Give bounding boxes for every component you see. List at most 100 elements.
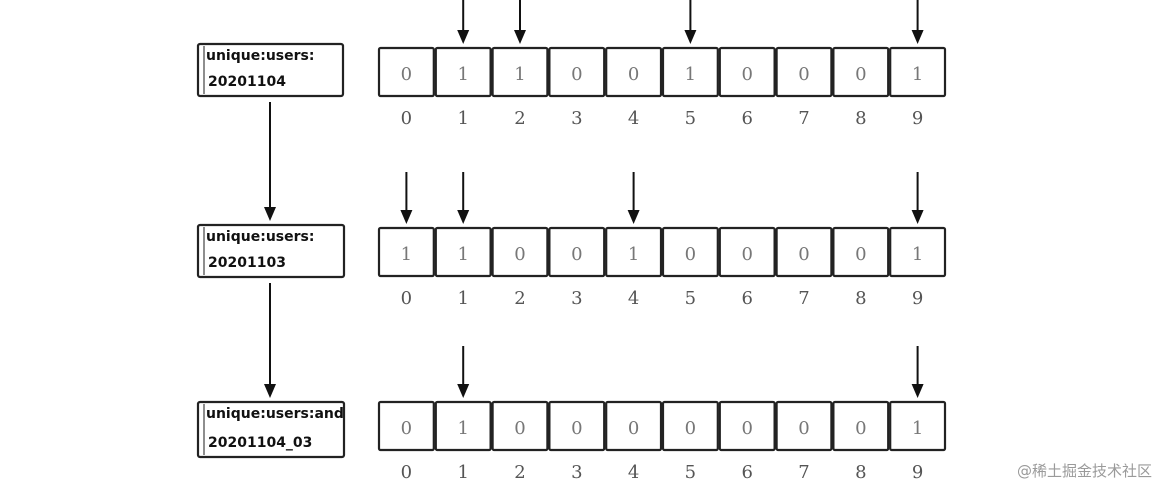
bit-value: 1 — [912, 64, 923, 85]
bit-value: 0 — [855, 418, 866, 439]
down-arrow — [400, 172, 413, 224]
bit-cell: 0 — [548, 400, 606, 452]
bit-index-label: 7 — [798, 288, 809, 309]
bit-cell: 1 — [889, 226, 947, 278]
bit-value: 1 — [685, 64, 696, 85]
bit-cell: 0 — [605, 46, 663, 98]
bit-index-label: 4 — [628, 462, 639, 483]
bit-cell: 0 — [377, 46, 435, 98]
bit-index-label: 3 — [571, 108, 582, 129]
bit-index-label: 8 — [855, 288, 866, 309]
bit-cell: 1 — [434, 400, 492, 452]
down-arrow — [911, 346, 924, 398]
bit-cell: 0 — [548, 226, 606, 278]
bit-cell: 0 — [775, 400, 833, 452]
bit-cell: 1 — [661, 46, 719, 98]
bit-value: 1 — [912, 418, 923, 439]
key-box-1: unique:users:20201104 — [196, 42, 345, 98]
bit-cell: 0 — [605, 400, 663, 452]
key-connector-arrow — [264, 283, 276, 398]
key-connector-arrow — [264, 102, 276, 221]
bit-cell: 0 — [661, 226, 719, 278]
bit-cell: 0 — [491, 400, 549, 452]
bit-value: 0 — [798, 418, 809, 439]
bit-value: 0 — [798, 64, 809, 85]
bit-value: 1 — [401, 244, 412, 265]
bit-value: 0 — [685, 418, 696, 439]
bit-value: 0 — [401, 418, 412, 439]
bit-value: 0 — [741, 244, 752, 265]
bit-cell: 0 — [661, 400, 719, 452]
bit-cell: 0 — [548, 46, 606, 98]
bit-index-label: 1 — [457, 462, 468, 483]
bit-index-label: 2 — [514, 462, 525, 483]
bit-value: 0 — [855, 64, 866, 85]
bit-cell: 1 — [889, 400, 947, 452]
bit-value: 0 — [514, 244, 525, 265]
down-arrow — [684, 0, 697, 44]
bit-cell: 1 — [889, 46, 947, 98]
bit-index-label: 6 — [741, 108, 752, 129]
down-arrow — [627, 172, 640, 224]
watermark: @稀土掘金技术社区 — [1016, 462, 1152, 480]
bit-cell: 1 — [605, 226, 663, 278]
bit-value: 1 — [912, 244, 923, 265]
bit-cell: 0 — [491, 226, 549, 278]
bit-index-label: 6 — [741, 462, 752, 483]
key-line1: unique:users: — [206, 229, 314, 245]
bit-value: 0 — [628, 64, 639, 85]
bit-index-label: 3 — [571, 288, 582, 309]
bit-index-label: 0 — [401, 462, 412, 483]
bit-cell: 1 — [434, 46, 492, 98]
down-arrow — [911, 0, 924, 44]
bit-value: 1 — [457, 64, 468, 85]
bit-cell: 0 — [377, 400, 435, 452]
down-arrow — [514, 0, 526, 44]
bit-value: 1 — [457, 244, 468, 265]
bit-index-label: 5 — [685, 288, 696, 309]
bit-cell: 0 — [718, 46, 776, 98]
bit-index-label: 8 — [855, 462, 866, 483]
key-line1: unique:users:and — [206, 406, 344, 422]
bit-value: 0 — [628, 418, 639, 439]
bit-index-label: 7 — [798, 108, 809, 129]
bit-index-label: 1 — [457, 288, 468, 309]
bit-value: 0 — [741, 418, 752, 439]
key-line2: 20201104_03 — [208, 435, 312, 451]
bit-index-label: 4 — [628, 288, 639, 309]
bit-index-label: 5 — [685, 462, 696, 483]
down-arrow — [457, 172, 470, 224]
down-arrow — [911, 172, 924, 224]
bit-value: 0 — [571, 418, 582, 439]
bit-index-label: 2 — [514, 288, 525, 309]
bit-cell: 0 — [775, 46, 833, 98]
bit-value: 1 — [514, 64, 525, 85]
bit-index-label: 8 — [855, 108, 866, 129]
bit-cell: 0 — [832, 226, 890, 278]
bit-index-label: 0 — [401, 288, 412, 309]
bit-index-label: 1 — [457, 108, 468, 129]
bit-index-label: 9 — [912, 288, 923, 309]
key-line2: 20201104 — [208, 74, 286, 90]
bit-cell: 0 — [775, 226, 833, 278]
bit-cell: 0 — [832, 46, 890, 98]
bit-value: 0 — [514, 418, 525, 439]
bit-cell: 1 — [491, 46, 549, 98]
bit-cell: 0 — [832, 400, 890, 452]
bit-cell: 0 — [718, 400, 776, 452]
bit-cell: 1 — [434, 226, 492, 278]
bit-index-label: 9 — [912, 462, 923, 483]
bit-index-label: 5 — [685, 108, 696, 129]
key-box-2: unique:users:20201103 — [196, 223, 346, 279]
bit-value: 1 — [628, 244, 639, 265]
bit-value: 1 — [457, 418, 468, 439]
bit-index-label: 3 — [571, 462, 582, 483]
bit-value: 0 — [798, 244, 809, 265]
bit-value: 0 — [855, 244, 866, 265]
bit-value: 0 — [741, 64, 752, 85]
bit-index-label: 9 — [912, 108, 923, 129]
key-box-3: unique:users:and 20201104_03 — [196, 400, 346, 459]
bit-value: 0 — [685, 244, 696, 265]
down-arrow — [457, 346, 470, 398]
